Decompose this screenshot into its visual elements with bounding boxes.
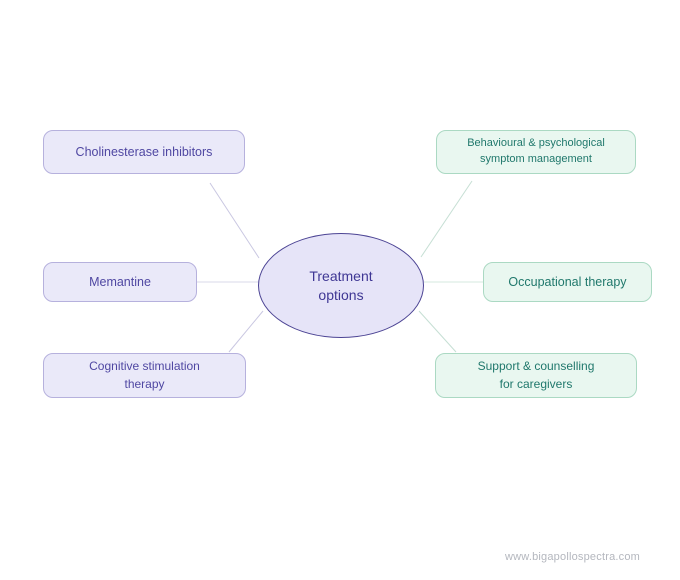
node-cholinesterase-inhibitors: Cholinesterase inhibitors xyxy=(43,130,245,174)
connector-behavioural xyxy=(420,180,473,258)
center-node-treatment-options: Treatment options xyxy=(258,233,424,338)
node-cognitive-stimulation-therapy: Cognitive stimulation therapy xyxy=(43,353,246,398)
node-memantine: Memantine xyxy=(43,262,197,302)
node-occupational-therapy: Occupational therapy xyxy=(483,262,652,302)
node-behavioural-psychological-symptom-management: Behavioural & psychological symptom mana… xyxy=(436,130,636,174)
connector-cholinesterase xyxy=(209,182,260,259)
connector-support xyxy=(418,310,457,353)
node-support-counselling-for-caregivers: Support & counselling for caregivers xyxy=(435,353,637,398)
connector-cognitive xyxy=(228,310,264,353)
watermark: www.bigapollospectra.com xyxy=(505,551,641,563)
